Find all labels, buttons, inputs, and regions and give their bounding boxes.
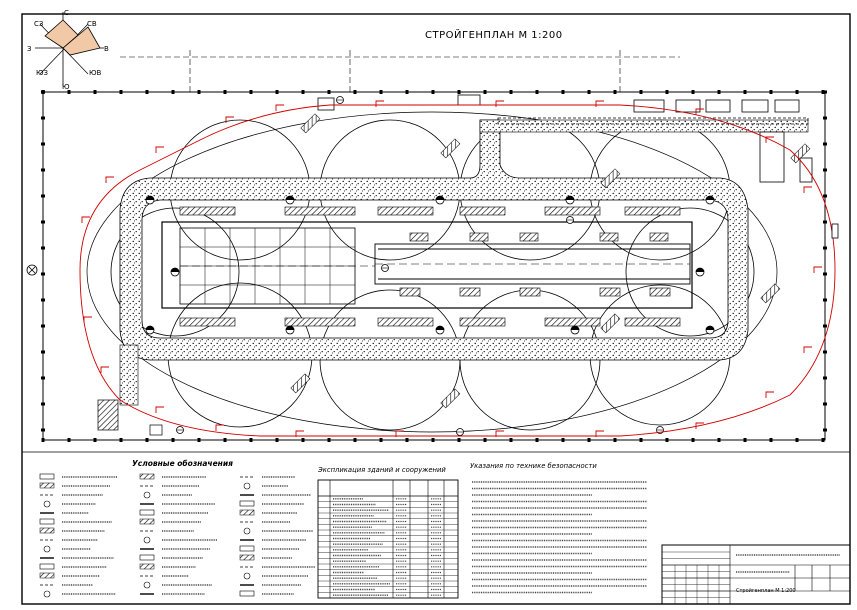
legend-title: Условные обозначения xyxy=(132,459,233,468)
sheet-border xyxy=(21,13,851,605)
compass-rose-icon: С СВ В ЮВ Ю ЮЗ З СЗ xyxy=(27,9,109,91)
utility-lines xyxy=(120,50,680,92)
wheel-wash xyxy=(97,399,163,436)
compass-northeast: СВ xyxy=(87,20,97,28)
compass-southeast: ЮВ xyxy=(89,69,102,77)
site-offices xyxy=(317,94,813,183)
temporary-road xyxy=(119,119,809,406)
compass-west: З xyxy=(27,45,32,53)
safety-notes-panel: Указания по технике безопасности xyxy=(470,462,647,594)
crane-track xyxy=(378,248,690,280)
compass-southwest: ЮЗ xyxy=(36,69,49,77)
compass-north: С xyxy=(64,9,69,17)
site-fence xyxy=(42,91,826,441)
legend-panel: Условные обозначения xyxy=(39,459,315,598)
building-under-construction xyxy=(161,221,693,309)
compass-northwest: СЗ xyxy=(34,20,44,28)
explication-title: Экспликация зданий и сооружений xyxy=(317,466,446,474)
floodlight-icon xyxy=(145,96,715,436)
title-block-sheet-title: Стройгенплан М 1:200 xyxy=(736,587,796,594)
drawing-title: СТРОЙГЕНПЛАН М 1:200 xyxy=(425,28,563,41)
compass-east: В xyxy=(104,45,109,53)
explication-panel: Экспликация зданий и сооружений xyxy=(317,466,459,599)
fence-posts xyxy=(41,90,827,442)
material-storage-pads xyxy=(179,113,811,409)
safety-title: Указания по технике безопасности xyxy=(470,462,597,470)
title-block: Стройгенплан М 1:200 xyxy=(661,544,851,605)
danger-zone-signs xyxy=(81,100,822,437)
entry-gate xyxy=(26,223,839,276)
crane-reach-circles xyxy=(86,111,778,433)
crane-danger-zone xyxy=(79,104,836,437)
compass-south: Ю xyxy=(62,83,70,91)
